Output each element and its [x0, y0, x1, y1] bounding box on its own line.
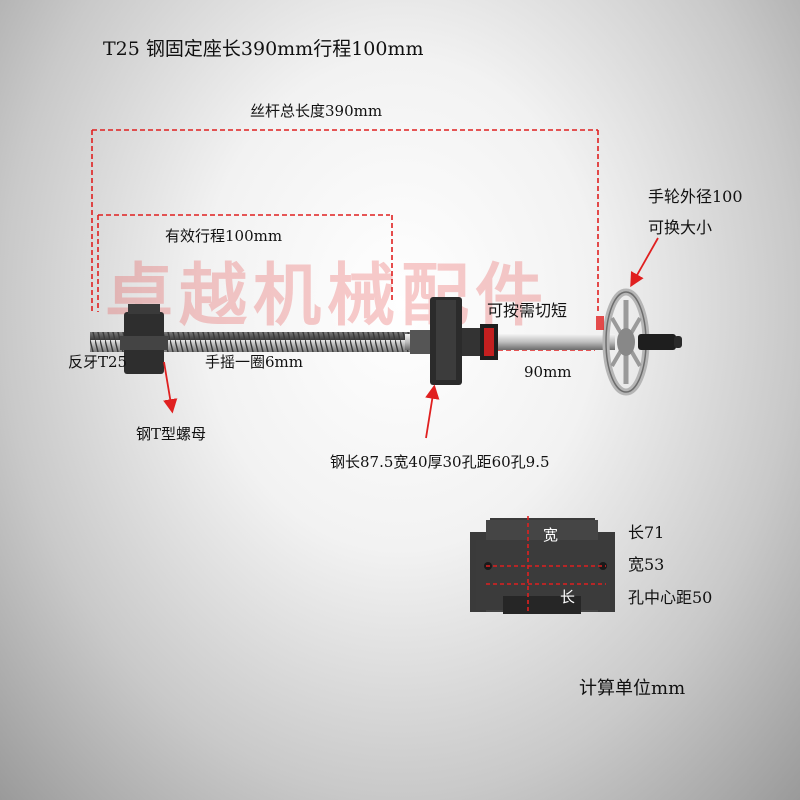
- handwheel-replaceable-label: 可换大小: [648, 218, 713, 237]
- nut-type-label: 钢T型螺母: [136, 425, 207, 443]
- mounting-block: [470, 516, 615, 614]
- reverse-thread-label: 反牙T25: [68, 353, 128, 371]
- annotation-arrows: [163, 237, 659, 439]
- page-title: T25 钢固定座长390mm行程100mm: [103, 38, 424, 60]
- fixed-seat: [430, 297, 498, 385]
- seat-spec-label: 钢长87.5宽40厚30孔距60孔9.5: [330, 453, 550, 471]
- per-turn-label: 手摇一圈6mm: [205, 353, 303, 371]
- block-width-label: 宽53: [628, 555, 665, 574]
- effective-stroke-label: 有效行程100mm: [165, 227, 283, 245]
- unit-label: 计算单位mm: [579, 678, 686, 699]
- total-length-label: 丝杆总长度390mm: [250, 102, 383, 120]
- dimension-lines: [91, 129, 599, 351]
- t-nut: [120, 304, 168, 374]
- handwheel: [596, 288, 682, 396]
- handwheel-diameter-label: 手轮外径100: [648, 187, 743, 206]
- block-width-mark: 宽: [543, 526, 559, 544]
- block-length-label: 长71: [628, 523, 665, 542]
- lead-screw: [90, 332, 410, 352]
- block-hole-distance-label: 孔中心距50: [628, 588, 713, 607]
- block-length-mark: 长: [560, 588, 576, 606]
- length-90-label: 90mm: [524, 363, 572, 381]
- watermark: 卓越机械配件: [105, 257, 550, 336]
- cut-to-length-label: 可按需切短: [487, 301, 568, 320]
